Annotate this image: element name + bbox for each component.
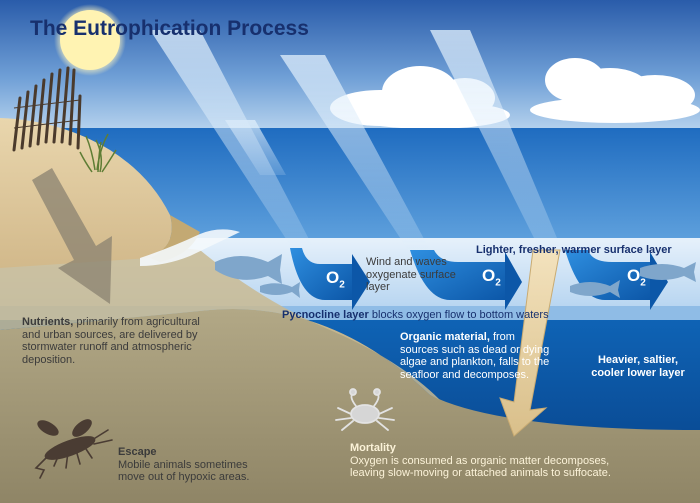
o2-label-1: O2 bbox=[326, 268, 345, 291]
escape-label: Escape Mobile animals sometimes move out… bbox=[118, 446, 268, 484]
nutrients-bold: Nutrients, bbox=[22, 316, 74, 328]
pycnocline-label: Pycnocline layer blocks oxygen flow to b… bbox=[282, 309, 602, 322]
o2-arrow-2 bbox=[410, 250, 522, 310]
nutrients-text: primarily from agricultural and urban so… bbox=[22, 316, 200, 366]
shore-foam bbox=[140, 229, 240, 266]
nutrient-arrow bbox=[32, 168, 112, 304]
seafloor bbox=[0, 309, 700, 503]
o2-arrow-1 bbox=[290, 248, 370, 310]
lobster-icon bbox=[34, 419, 113, 479]
pycnocline-bold: Pycnocline layer bbox=[282, 309, 369, 321]
lower-layer-text: Heavier, saltier, cooler lower layer bbox=[591, 354, 685, 379]
wind-shafts bbox=[150, 30, 562, 250]
lower-layer-label: Heavier, saltier, cooler lower layer bbox=[588, 354, 688, 379]
o2-label-2: O2 bbox=[482, 266, 501, 289]
pycnocline-text: blocks oxygen flow to bottom waters bbox=[371, 309, 549, 321]
wind-waves-text: Wind and waves oxygenate surface layer bbox=[366, 256, 456, 293]
escape-text: Mobile animals sometimes move out of hyp… bbox=[118, 458, 250, 484]
organic-bold: Organic material, bbox=[400, 331, 490, 343]
o2-label-3: O2 bbox=[627, 266, 646, 289]
crab-icon bbox=[335, 388, 395, 431]
fish-icons bbox=[215, 254, 696, 298]
fence-wire bbox=[13, 99, 81, 129]
mortality-heading: Mortality bbox=[350, 442, 396, 454]
surface-layer-text: Lighter, fresher, warmer surface layer bbox=[476, 244, 672, 256]
mortality-label: Mortality Oxygen is consumed as organic … bbox=[350, 442, 640, 480]
sun-core bbox=[60, 10, 120, 70]
organic-text: from sources such as dead or dying algae… bbox=[400, 331, 550, 381]
organic-material-label: Organic material, from sources such as d… bbox=[400, 331, 550, 381]
mortality-text: Oxygen is consumed as organic matter dec… bbox=[350, 454, 611, 480]
sand-dune bbox=[0, 118, 172, 268]
organic-matter-arrow bbox=[499, 249, 561, 437]
escape-heading: Escape bbox=[118, 446, 157, 458]
dune-grass bbox=[79, 133, 117, 173]
page-title: The Eutrophication Process bbox=[30, 17, 309, 40]
surface-layer-label: Lighter, fresher, warmer surface layer bbox=[476, 244, 686, 257]
nutrients-label: Nutrients, primarily from agricultural a… bbox=[22, 316, 210, 366]
sand-fence bbox=[12, 66, 82, 152]
wind-waves-label: Wind and waves oxygenate surface layer bbox=[366, 256, 466, 294]
